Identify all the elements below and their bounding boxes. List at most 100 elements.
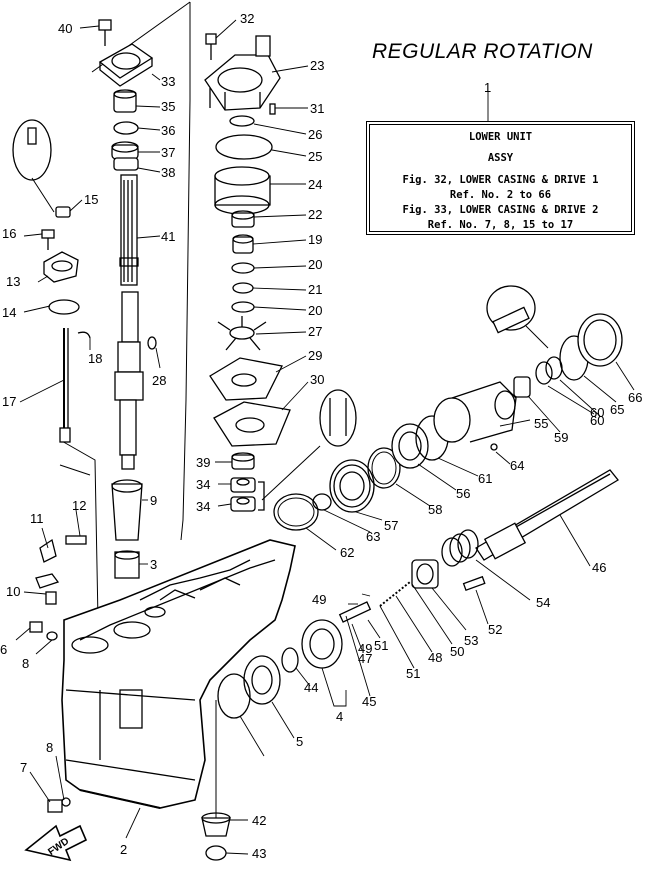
seal-part-19	[232, 234, 254, 254]
oring-part-26	[229, 115, 255, 127]
bearing-part-4	[243, 655, 281, 705]
callout-46: 46	[592, 560, 606, 575]
pin-part-31	[269, 103, 276, 115]
callout-27: 27	[308, 324, 322, 339]
grease-marker-icon	[12, 119, 55, 213]
callout-3: 3	[150, 557, 157, 572]
seal-part-37	[111, 141, 139, 160]
callout-62: 62	[340, 545, 354, 560]
callout-11: 11	[30, 511, 44, 526]
washer-part-36	[113, 121, 139, 135]
section-divider-line	[180, 2, 191, 541]
callout-32: 32	[240, 11, 254, 26]
leader-lines	[15, 19, 635, 855]
callout-18: 18	[88, 351, 102, 366]
ref-line-4: Ref. No. 2 to 66	[449, 189, 552, 201]
callout-60: 60	[590, 405, 604, 420]
ref-line-1: LOWER UNIT	[468, 131, 533, 143]
driveshaft-part-41	[114, 174, 144, 470]
spring-part-54	[441, 529, 479, 567]
callout-15: 15	[84, 192, 98, 207]
callout-21: 21	[308, 282, 322, 297]
callout-45: 45	[362, 694, 376, 709]
ring-part-66	[577, 313, 623, 367]
pump-housing-part-23	[204, 35, 281, 111]
callout-22: 22	[308, 207, 322, 222]
seal-part-38	[113, 157, 139, 171]
bearing-part-35	[113, 89, 137, 113]
bolt-part-16	[41, 229, 55, 250]
bearing-part-59	[513, 376, 531, 398]
gear-part-44	[301, 619, 343, 669]
callout-54: 54	[536, 595, 550, 610]
pin-part-52	[462, 575, 486, 592]
callout-42: 42	[252, 813, 266, 828]
shift-rod-guide	[59, 439, 99, 621]
nut-part-43	[205, 845, 227, 861]
gasket-part-29	[209, 357, 283, 401]
seal-part-39	[231, 452, 255, 470]
ring-part-25	[215, 134, 273, 160]
lower-casing-part-2	[61, 539, 296, 809]
ref-line-5: Fig. 33, LOWER CASING & DRIVE 2	[402, 204, 599, 216]
shim-part-45	[281, 647, 299, 673]
callout-51: 51	[374, 638, 388, 653]
callout-53: 53	[464, 633, 478, 648]
callout-12: 12	[72, 498, 86, 513]
callout-10: 10	[6, 584, 20, 599]
callout-23: 23	[310, 58, 324, 73]
callout-6: 6	[0, 642, 7, 657]
callout-8: 8	[22, 656, 29, 671]
fwd-arrow-icon	[24, 824, 88, 862]
impeller-part-27	[217, 316, 267, 351]
callout-34: 34	[196, 499, 210, 514]
bolt-part-32	[205, 33, 217, 60]
callout-14: 14	[2, 305, 16, 320]
callout-50: 50	[450, 644, 464, 659]
liner-part-24	[214, 166, 271, 215]
callout-numbers: 4033353637384132233126252422192021202729…	[0, 11, 642, 861]
callout-9: 9	[150, 493, 157, 508]
callout-64: 64	[510, 458, 524, 473]
shift-rod-guide-2	[59, 464, 91, 476]
bolt-part-7	[47, 799, 63, 813]
lever-part-10	[35, 573, 60, 605]
bracket-34	[258, 481, 265, 511]
sleeve-part-9	[111, 479, 143, 541]
pin-part-64	[490, 443, 498, 451]
shim-part-5	[217, 673, 251, 719]
oring-part-14	[48, 299, 80, 315]
housing-part-13	[43, 251, 79, 283]
callout-24: 24	[308, 177, 322, 192]
lever-part-11	[39, 538, 57, 563]
bolt-part-6	[29, 621, 43, 633]
washer-part-8	[46, 631, 58, 641]
sealant-marker-icon-2	[486, 285, 549, 349]
diagram-title: REGULAR ROTATION	[372, 40, 593, 63]
gear-part-57	[329, 459, 375, 513]
callout-19: 19	[308, 232, 322, 247]
callout-33: 33	[161, 74, 175, 89]
ref-line-3: Fig. 32, LOWER CASING & DRIVE 1	[402, 174, 599, 186]
callout-16: 16	[2, 226, 16, 241]
bolt-part-40	[98, 19, 112, 46]
callout-20: 20	[308, 257, 322, 272]
callout-51: 51	[406, 666, 420, 681]
washer-part-21	[232, 282, 254, 294]
callout-20: 20	[308, 303, 322, 318]
callout-37: 37	[161, 145, 175, 160]
reference-box: LOWER UNIT ASSY Fig. 32, LOWER CASING & …	[366, 121, 635, 235]
callout-8: 8	[46, 740, 53, 755]
callout-39: 39	[196, 455, 210, 470]
callout-30: 30	[310, 372, 324, 387]
ref-line-6: Ref. No. 7, 8, 15 to 17	[427, 219, 574, 231]
screw-part-12	[65, 535, 87, 545]
clip-part-18	[77, 331, 91, 339]
washer-part-8b	[61, 797, 71, 807]
propeller-shaft-part-46	[475, 469, 619, 561]
callout-59: 59	[554, 430, 568, 445]
housing-part-55	[433, 381, 517, 443]
callout-49: 49	[312, 592, 326, 607]
ref-line-2: ASSY	[487, 152, 514, 164]
